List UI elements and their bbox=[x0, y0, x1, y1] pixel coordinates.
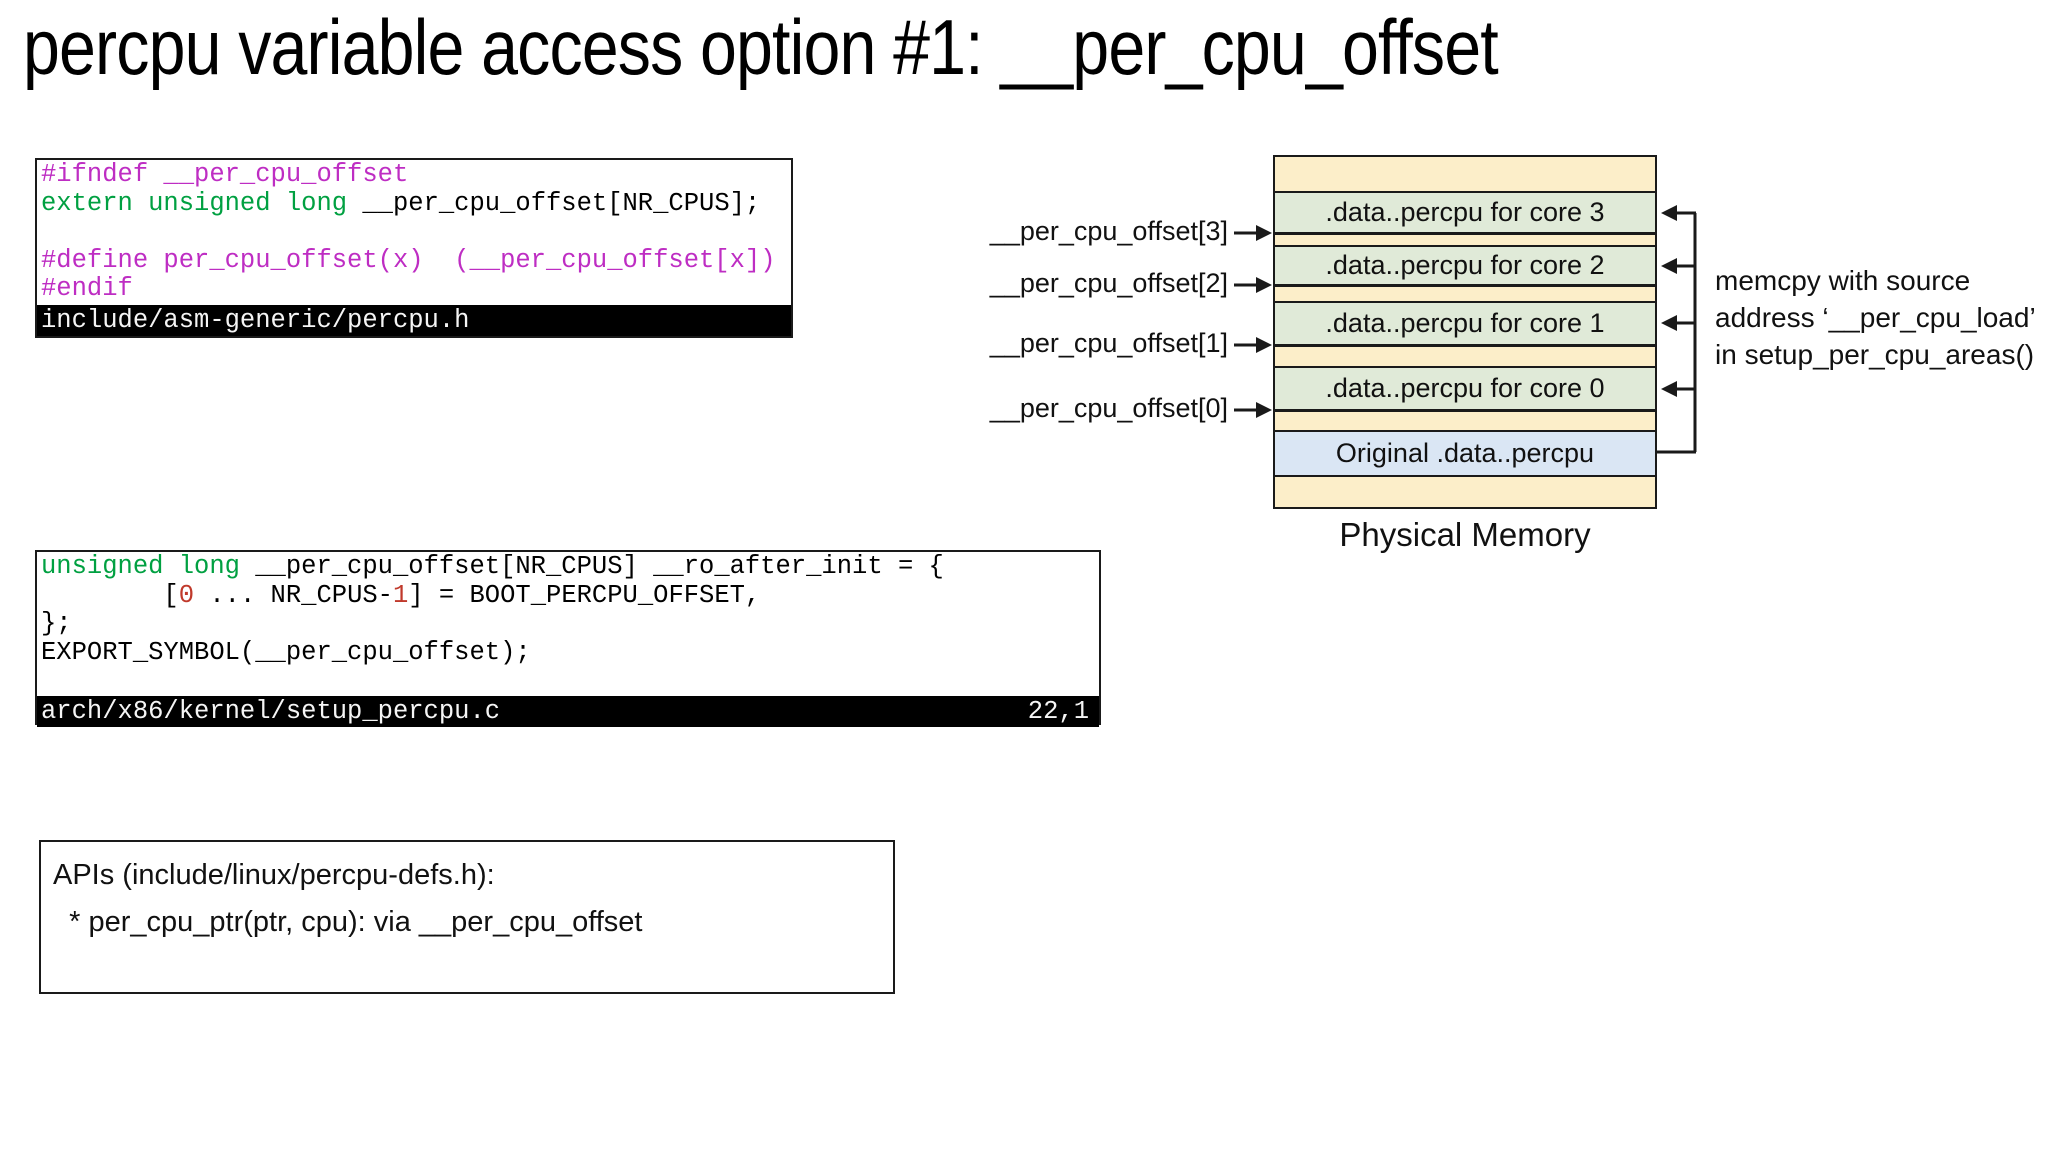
code-line: }; bbox=[41, 609, 72, 638]
vim-statusline-setup-percpu-c: arch/x86/kernel/setup_percpu.c 22,1 bbox=[37, 695, 1099, 727]
memory-band-core2: .data..percpu for core 2 bbox=[1275, 247, 1655, 287]
memory-band-core3: .data..percpu for core 3 bbox=[1275, 193, 1655, 235]
code-line bbox=[41, 667, 1099, 696]
memory-band-label: .data..percpu for core 1 bbox=[1325, 308, 1605, 338]
apis-box: APIs (include/linux/percpu-defs.h): * pe… bbox=[39, 840, 895, 994]
memory-band-gap bbox=[1275, 287, 1655, 303]
memory-band-label: .data..percpu for core 3 bbox=[1325, 197, 1605, 227]
filename-label: arch/x86/kernel/setup_percpu.c bbox=[41, 696, 501, 726]
memcpy-note-line: address ‘__per_cpu_load’ bbox=[1715, 302, 2036, 333]
memory-band-gap bbox=[1275, 412, 1655, 432]
memory-band-gap bbox=[1275, 157, 1655, 193]
offset-label-3: __per_cpu_offset[3] bbox=[989, 216, 1228, 246]
memory-band-core1: .data..percpu for core 1 bbox=[1275, 303, 1655, 347]
memory-band-gap bbox=[1275, 235, 1655, 247]
memcpy-note-line: in setup_per_cpu_areas() bbox=[1715, 339, 2035, 370]
vim-statusline-percpu-h: include/asm-generic/percpu.h bbox=[37, 305, 791, 336]
code-line: #ifndef __per_cpu_offset bbox=[41, 160, 409, 189]
memory-band-label: .data..percpu for core 2 bbox=[1325, 250, 1605, 280]
offset-pointer-arrows bbox=[1234, 225, 1272, 418]
memory-band-core0: .data..percpu for core 0 bbox=[1275, 368, 1655, 412]
code-line bbox=[41, 218, 791, 247]
code-line: extern unsigned long __per_cpu_offset[NR… bbox=[41, 188, 761, 218]
memory-band-label: Original .data..percpu bbox=[1335, 438, 1595, 468]
memcpy-copy-arrows bbox=[1657, 205, 1697, 454]
code-lines: #ifndef __per_cpu_offset extern unsigned… bbox=[37, 160, 791, 304]
memcpy-note-line: memcpy with source bbox=[1715, 265, 1971, 296]
filename-label: include/asm-generic/percpu.h bbox=[41, 306, 470, 335]
code-snippet-setup-percpu-c: unsigned long __per_cpu_offset[NR_CPUS] … bbox=[35, 550, 1101, 727]
memory-band-gap bbox=[1275, 347, 1655, 368]
apis-item: * per_cpu_ptr(ptr, cpu): via __per_cpu_o… bbox=[53, 906, 643, 938]
offset-label-0: __per_cpu_offset[0] bbox=[989, 393, 1228, 423]
physical-memory-diagram: .data..percpu for core 3 .data..percpu f… bbox=[1273, 155, 1657, 509]
offset-label-2: __per_cpu_offset[2] bbox=[989, 268, 1228, 298]
code-snippet-percpu-h: #ifndef __per_cpu_offset extern unsigned… bbox=[35, 158, 793, 338]
offset-label-1: __per_cpu_offset[1] bbox=[989, 328, 1228, 358]
code-lines: unsigned long __per_cpu_offset[NR_CPUS] … bbox=[37, 552, 1099, 696]
code-line: #endif bbox=[41, 274, 133, 303]
apis-heading: APIs (include/linux/percpu-defs.h): bbox=[53, 859, 495, 891]
memcpy-note: memcpy with source address ‘__per_cpu_lo… bbox=[1715, 262, 2036, 373]
code-line: unsigned long __per_cpu_offset[NR_CPUS] … bbox=[41, 552, 944, 581]
code-line: [0 ... NR_CPUS-1] = BOOT_PERCPU_OFFSET, bbox=[41, 580, 761, 610]
code-line: #define per_cpu_offset(x) (__per_cpu_off… bbox=[41, 245, 776, 275]
slide-title: percpu variable access option #1: __per_… bbox=[23, 3, 1499, 91]
memory-band-label: .data..percpu for core 0 bbox=[1325, 373, 1605, 403]
memory-band-original: Original .data..percpu bbox=[1275, 432, 1655, 477]
diagram-caption: Physical Memory bbox=[1339, 516, 1591, 553]
memory-band-gap bbox=[1275, 477, 1655, 507]
cursor-position-label: 22,1 bbox=[1027, 696, 1089, 726]
code-line: EXPORT_SYMBOL(__per_cpu_offset); bbox=[41, 637, 531, 667]
